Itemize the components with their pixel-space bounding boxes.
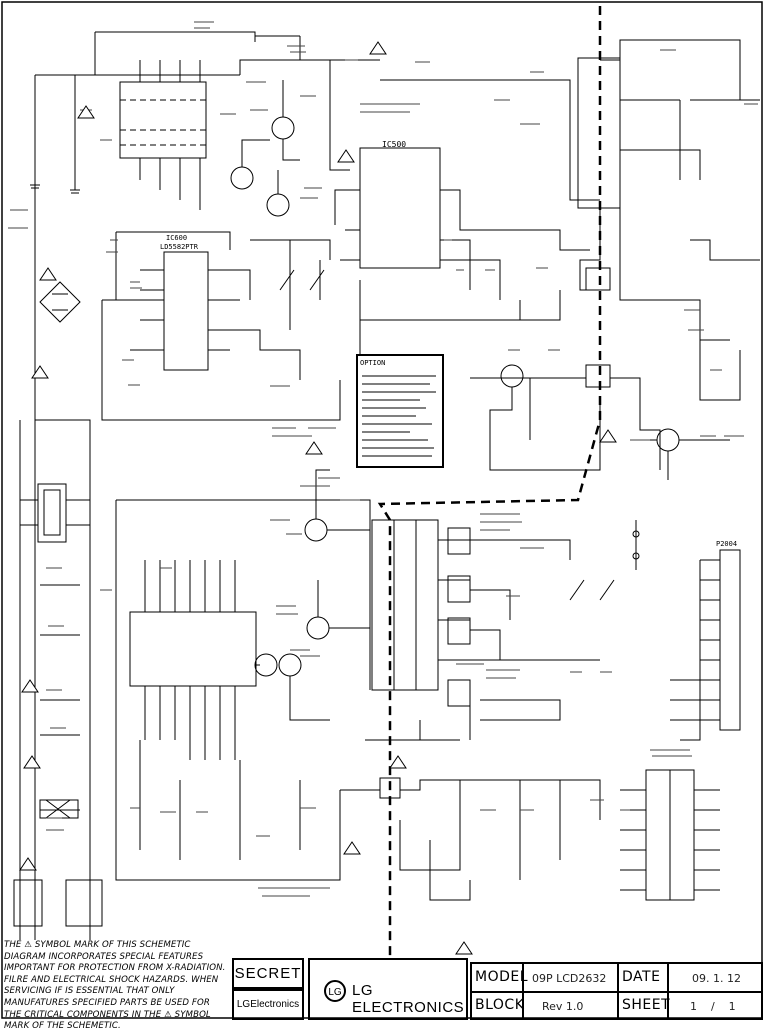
warning-icons [19,41,617,955]
block-value: Rev 1.0 [542,1000,584,1013]
lg-logo-icon: LG [324,980,346,1002]
model-label: MODEL [475,969,529,985]
ic600-part: LD5582PTR [160,243,199,251]
isolation-boundary [377,6,602,960]
date-value: 09. 1. 12 [692,972,741,985]
brand-big: LG ELECTRONICS [352,982,465,1016]
option-box [356,354,444,468]
ic600-label: IC600 [166,234,187,242]
brand-block: LG LG ELECTRONICS [308,958,468,1020]
sheet-value: 1 / 1 [690,1000,736,1013]
title-block: SECRET LGElectronics LG LG ELECTRONICS M… [232,958,763,1020]
secret-label: SECRET [232,958,304,989]
option-lines [362,375,436,457]
model-value: 09P LCD2632 [532,972,607,985]
wiring-top [34,31,760,480]
info-grid: MODEL 09P LCD2632 DATE 09. 1. 12 BLOCK R… [470,962,763,1020]
block-label: BLOCK [475,997,525,1013]
brand-small: LGElectronics [232,989,304,1020]
ic500-label: IC500 [382,140,406,149]
wiring-middle [13,184,741,940]
date-label: DATE [622,969,661,985]
option-title: OPTION [360,359,385,367]
connector-label: P2004 [716,540,737,548]
component-labels [8,21,758,897]
sheet-label: SHEET [622,997,671,1013]
safety-note: THE ⚠ SYMBOL MARK OF THIS SCHEMETIC DIAG… [4,940,226,1032]
